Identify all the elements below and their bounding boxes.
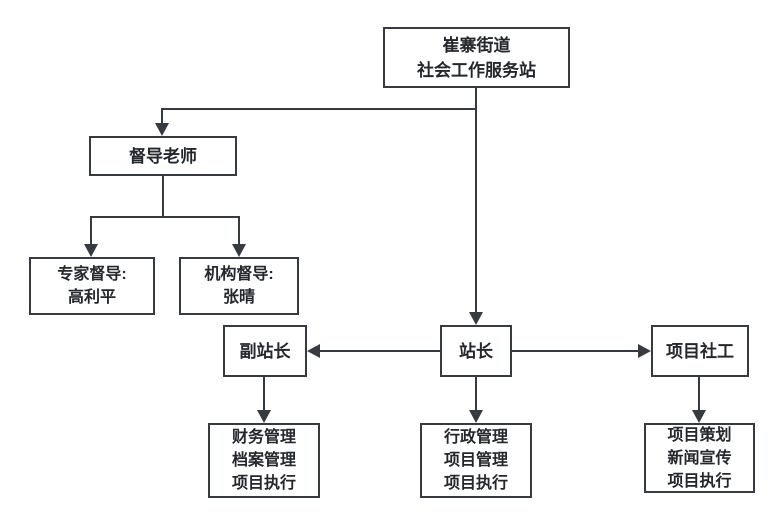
arrowhead-into-chief bbox=[469, 312, 483, 325]
org-node-deputy-chief: 副站长 bbox=[223, 325, 307, 377]
arrowhead-into-deputy bbox=[307, 344, 320, 358]
org-node-expert-supervisor: 专家督导: 高利平 bbox=[29, 257, 155, 315]
org-node-chief: 站长 bbox=[440, 325, 512, 377]
arrowhead-into-chief-duties bbox=[469, 410, 483, 423]
deputy-duties-line3: 项目执行 bbox=[231, 475, 296, 492]
chief-duties-line1: 行政管理 bbox=[443, 429, 508, 446]
deputy-duties-line1: 财务管理 bbox=[231, 429, 296, 446]
connector-to-agency-vertical bbox=[238, 216, 240, 245]
connector-root-to-chief bbox=[475, 87, 477, 313]
org-node-worker-duties: 项目策划 新闻宣传 项目执行 bbox=[644, 423, 755, 493]
arrowhead-into-supervisor bbox=[155, 123, 169, 136]
expert-label-line2: 高利平 bbox=[67, 289, 116, 306]
arrowhead-into-deputy-duties bbox=[257, 410, 271, 423]
expert-label-line1: 专家督导: bbox=[57, 266, 127, 283]
connector-chief-down bbox=[475, 377, 477, 411]
org-node-root: 崔寨街道 社会工作服务站 bbox=[383, 27, 570, 88]
chief-label: 站长 bbox=[459, 341, 493, 361]
connector-branch-to-supervisor-horizontal bbox=[162, 108, 477, 110]
org-node-agency-supervisor: 机构督导: 张晴 bbox=[179, 257, 299, 315]
chief-duties-line3: 项目执行 bbox=[443, 475, 508, 492]
connector-supervisor-down bbox=[162, 176, 164, 218]
org-node-chief-duties: 行政管理 项目管理 项目执行 bbox=[420, 423, 532, 498]
connector-worker-down bbox=[698, 377, 700, 411]
org-node-project-worker: 项目社工 bbox=[651, 325, 749, 377]
agency-label-line2: 张晴 bbox=[222, 289, 255, 306]
arrowhead-into-worker bbox=[638, 344, 651, 358]
connector-to-expert-vertical bbox=[90, 216, 92, 245]
worker-duties-line3: 项目执行 bbox=[667, 472, 732, 490]
connector-branch-to-supervisor-vertical bbox=[161, 108, 163, 124]
deputy-label: 副站长 bbox=[239, 341, 291, 361]
root-label-line2: 社会工作服务站 bbox=[417, 60, 536, 80]
connector-supervisor-branch-horizontal bbox=[90, 216, 240, 218]
org-node-supervisor: 督导老师 bbox=[89, 136, 237, 176]
arrowhead-into-worker-duties bbox=[692, 410, 706, 423]
worker-duties-line1: 项目策划 bbox=[667, 426, 732, 444]
org-node-deputy-duties: 财务管理 档案管理 项目执行 bbox=[208, 423, 320, 498]
worker-label: 项目社工 bbox=[666, 341, 734, 361]
arrowhead-into-agency bbox=[232, 244, 246, 257]
deputy-duties-line2: 档案管理 bbox=[231, 452, 296, 469]
root-label-line1: 崔寨街道 bbox=[442, 35, 511, 55]
worker-duties-line2: 新闻宣传 bbox=[667, 449, 732, 467]
chief-duties-line2: 项目管理 bbox=[443, 452, 508, 469]
supervisor-label: 督导老师 bbox=[129, 146, 197, 166]
connector-chief-to-deputy bbox=[320, 350, 440, 352]
connector-deputy-down bbox=[263, 377, 265, 411]
agency-label-line1: 机构督导: bbox=[204, 266, 274, 283]
arrowhead-into-expert bbox=[84, 244, 98, 257]
connector-chief-to-worker bbox=[512, 350, 638, 352]
